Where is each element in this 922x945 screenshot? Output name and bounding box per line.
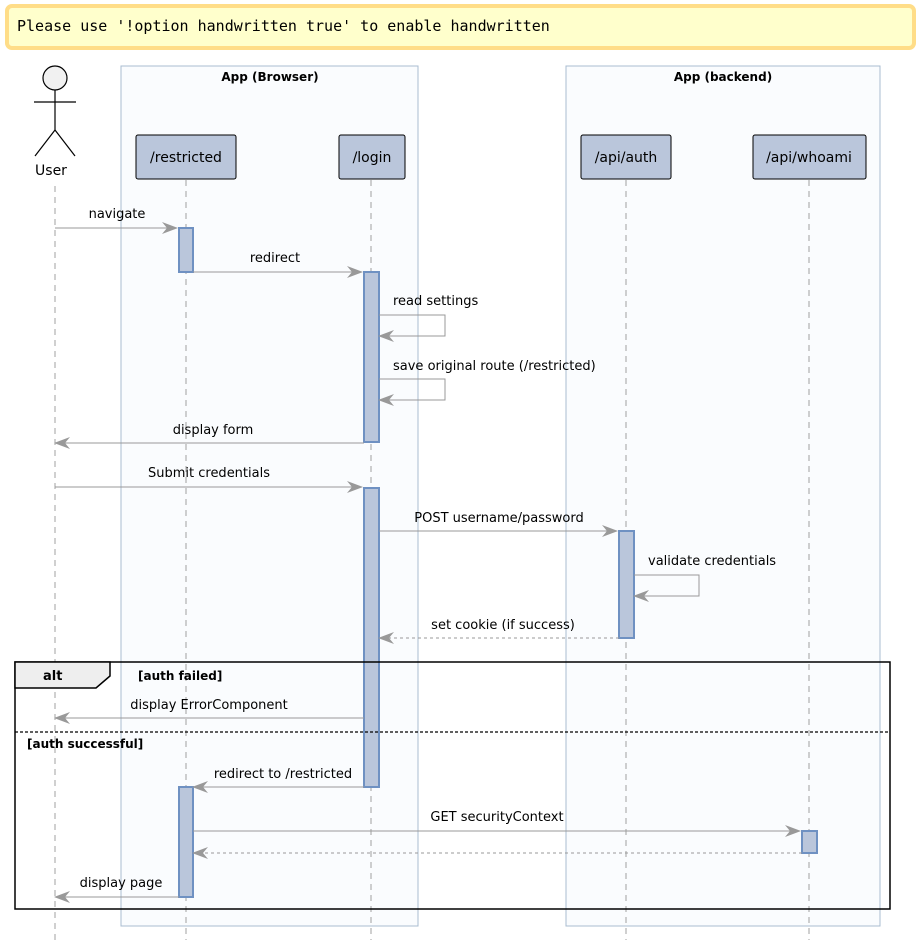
msg-save-route: save original route (/restricted) [393, 359, 596, 374]
option-note: Please use '!option handwritten true' to… [5, 4, 916, 50]
option-note-text: Please use '!option handwritten true' to… [17, 17, 550, 35]
alt-keyword: alt [43, 669, 62, 684]
msg-redirect-restricted: redirect to /restricted [214, 767, 352, 782]
activation-restricted-2 [178, 786, 194, 898]
msg-get-security-context: GET securityContext [430, 810, 563, 825]
alt-fragment: alt [auth failed] [auth successful] [14, 661, 891, 910]
actor-user-label: User [35, 163, 67, 179]
activation-login-2 [363, 487, 380, 788]
arrow-read-settings [378, 314, 446, 342]
msg-redirect: redirect [250, 251, 300, 266]
msg-display-form: display form [173, 423, 254, 438]
box-app-backend: App (backend) [565, 65, 881, 927]
activation-login-1 [363, 271, 380, 443]
participant-restricted: /restricted [135, 134, 237, 180]
msg-read-settings: read settings [393, 294, 478, 309]
alt-guard-failed: [auth failed] [138, 669, 222, 683]
arrow-validate [633, 574, 700, 602]
participant-api-auth: /api/auth [580, 134, 672, 180]
arrow-save-route [378, 378, 446, 406]
msg-set-cookie: set cookie (if success) [431, 618, 575, 633]
msg-navigate: navigate [89, 207, 146, 222]
box-app-browser-title: App (Browser) [221, 70, 318, 84]
box-app-backend-title: App (backend) [674, 70, 772, 84]
activations [178, 227, 818, 898]
msg-validate: validate credentials [648, 554, 776, 569]
activation-api-auth [618, 530, 635, 639]
activation-restricted-1 [178, 227, 194, 273]
actor-user: User [34, 65, 76, 179]
msg-display-page: display page [80, 876, 163, 891]
participant-api-whoami-label: /api/whoami [766, 150, 852, 166]
message-arrows [54, 222, 802, 903]
participant-api-whoami: /api/whoami [752, 134, 867, 180]
msg-submit-credentials: Submit credentials [148, 466, 270, 481]
message-labels: navigate redirect read settings save ori… [80, 207, 777, 891]
alt-guard-success: [auth successful] [27, 737, 143, 751]
activation-api-whoami [801, 830, 818, 854]
msg-display-error: display ErrorComponent [130, 698, 287, 713]
stick-figure-icon [34, 65, 76, 157]
participant-restricted-label: /restricted [150, 150, 222, 166]
participant-login: /login [338, 134, 406, 180]
participant-login-label: /login [353, 150, 392, 166]
msg-post-credentials: POST username/password [414, 511, 584, 526]
participant-api-auth-label: /api/auth [595, 150, 658, 166]
